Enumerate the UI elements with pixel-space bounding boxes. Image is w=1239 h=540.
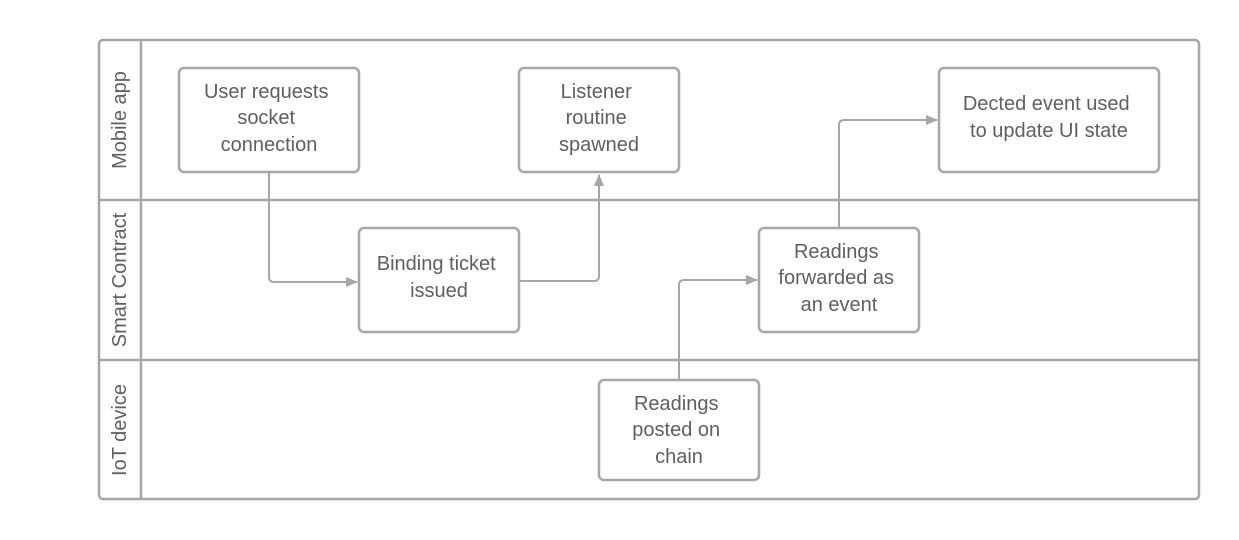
edge-user-requests-to-binding-ticket [268,173,358,287]
node-label: Binding ticket issued [377,253,502,302]
edge-readings-posted-to-readings-forwarded [678,275,758,379]
node-label: Dected event used to update UI state [963,93,1135,142]
node-label-line: an event [801,294,878,316]
node-label-line: issued [410,280,468,302]
lane-label-mobile-app: Mobile app [109,71,131,169]
node-listener: Listener routine spawned [517,66,681,174]
node-box [937,66,1161,174]
node-label-line: Readings [794,241,879,263]
node-box [757,226,921,334]
edge-binding-ticket-to-listener [520,174,604,282]
lane-label-smart-contract: Smart Contract [109,212,131,347]
node-label-line: routine [566,107,627,129]
node-readings-posted: Readings posted on chain [597,378,761,482]
node-label-line: spawned [559,134,639,156]
node-readings-forwarded: Readings forwarded as an event [757,226,921,334]
node-label-line: to update UI state [970,120,1128,142]
node-label-line: Dected event used [963,93,1130,115]
node-label-line: Listener [561,81,632,103]
pool-frame [97,38,1201,501]
node-label-line: chain [655,446,703,468]
node-user-requests: User requests socket connection [177,66,361,174]
node-dected-event: Dected event used to update UI state [937,66,1161,174]
edge-readings-forwarded-to-dected-event [838,115,938,227]
node-label-line: User requests [204,81,329,103]
node-label-line: posted on [632,419,720,441]
edges [268,115,938,379]
node-label-line: Readings [634,393,719,415]
node-label-line: connection [221,134,318,156]
node-box [597,378,761,482]
node-label-line: Binding ticket [377,253,496,275]
node-label-line: forwarded as [778,267,894,289]
node-label: Readings posted on chain [632,393,725,468]
node-box [517,66,681,174]
lane-label-iot-device: IoT device [109,384,131,476]
node-box [357,226,521,334]
node-label: Readings forwarded as an event [778,241,899,316]
node-label: Listener routine spawned [559,81,639,156]
node-box [177,66,361,174]
node-label: User requests socket connection [204,81,334,156]
node-label-line: socket [237,107,295,129]
node-binding-ticket: Binding ticket issued [357,226,521,334]
